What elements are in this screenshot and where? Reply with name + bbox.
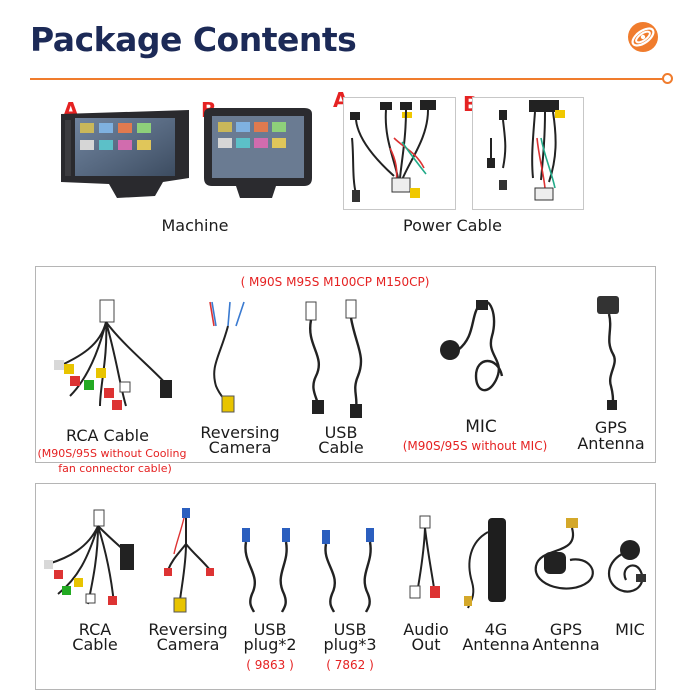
page-title: Package Contents (30, 20, 357, 59)
usb-plug-3-note: ( 7862 ) (326, 658, 374, 672)
gps-antenna-label-2: Antenna (577, 434, 645, 453)
4g-antenna-label-1: 4G (484, 620, 508, 639)
mic-2-label: MIC (615, 620, 645, 639)
rca-cable-2-label-2: Cable (72, 635, 118, 654)
rca-cable-label: RCA Cable (66, 426, 149, 445)
reversing-camera-2-label-2: Camera (156, 635, 220, 654)
audio-out-label-1: Audio (403, 620, 449, 639)
header-divider-dot (662, 73, 673, 84)
usb-plug-2-note: ( 9863 ) (246, 658, 294, 672)
models-note: ( M90S M95S M100CP M150CP) (240, 275, 430, 289)
mic-note: (M90S/95S without MIC) (402, 439, 548, 453)
machine-a-image (61, 110, 189, 198)
usb-plug-2-label-2: plug*2 (243, 635, 297, 654)
power-cable-b-image (487, 100, 565, 201)
mic-2-image (607, 540, 646, 593)
accessories-panel-1 (35, 266, 656, 463)
header-divider (30, 78, 665, 80)
audio-out-label-2: Out (411, 635, 441, 654)
rca-cable-2-image (44, 509, 134, 605)
power-cable-a-box (343, 97, 456, 210)
gps-antenna-2-label-1: GPS (549, 620, 583, 639)
mic-label: MIC (465, 417, 497, 437)
usb-cable-label-2: Cable (318, 438, 364, 457)
power-cable-a-image (350, 100, 436, 202)
power-cable-b-box (472, 97, 584, 210)
machine-b-image (204, 108, 312, 198)
audio-out-image (409, 515, 440, 599)
usb-plug-3-label-2: plug*3 (323, 635, 377, 654)
reversing-camera-2-image (164, 508, 214, 613)
reversing-camera-2-label-1: Reversing (148, 620, 228, 639)
4g-antenna-image (464, 518, 506, 609)
reversing-camera-label-2: Camera (208, 438, 272, 457)
reversing-camera-image (209, 301, 245, 413)
mic-image (440, 300, 504, 392)
4g-antenna-label-2: Antenna (462, 635, 530, 654)
rca-cable-note-1: (M90S/95S without Cooling (37, 447, 187, 460)
rca-cable-image (54, 299, 172, 410)
usb-cable-label-1: USB (324, 423, 358, 442)
power-cable-caption: Power Cable (403, 216, 502, 235)
gps-antenna-2-label-2: Antenna (532, 635, 600, 654)
gps-antenna-label-1: GPS (594, 418, 628, 437)
gps-antenna-2-image (534, 518, 594, 590)
reversing-camera-label-1: Reversing (200, 423, 280, 442)
usb-cable-image (305, 299, 363, 418)
usb-plug-3-label-1: USB (333, 620, 367, 639)
usb-plug-3-image (322, 528, 374, 613)
usb-plug-2-image (242, 528, 290, 613)
rca-cable-2-label-1: RCA (78, 620, 112, 639)
machine-caption: Machine (161, 216, 229, 235)
brand-logo-icon (628, 22, 658, 52)
rca-cable-note-2: fan connector cable) (58, 462, 172, 475)
usb-plug-2-label-1: USB (253, 620, 287, 639)
gps-antenna-image (597, 296, 619, 410)
